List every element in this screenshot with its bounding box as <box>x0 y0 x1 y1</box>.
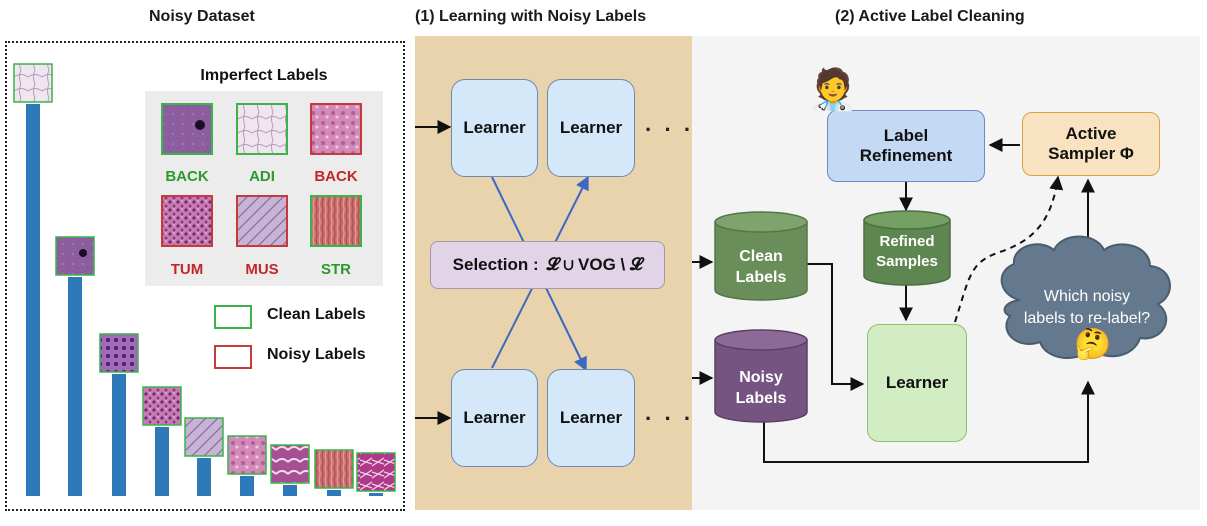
selection-formula: 𝓛 ∪ VOG \ 𝓛 <box>546 254 643 274</box>
class-thumbnail <box>184 417 224 457</box>
distribution-bar <box>369 493 383 496</box>
cleaning-learner-box: Learner <box>867 324 967 442</box>
active-sampler-line1: Active <box>1065 123 1117 143</box>
thinking-icon: 🤔 <box>1074 328 1112 361</box>
refined-samples-text: Refined Samples <box>864 232 950 271</box>
distribution-bar <box>26 104 40 496</box>
cloud-question-text: Which noisy labels to re-label? <box>1012 286 1162 329</box>
active-sampler-line2: Sampler Φ <box>1048 144 1134 163</box>
learner-box-bottom-2: Learner <box>547 369 635 467</box>
thumbnail-detail <box>79 249 87 257</box>
noisy-labels-cylinder <box>714 329 808 423</box>
sample-tile <box>236 195 288 247</box>
learner-box-top-1: Learner <box>451 79 538 177</box>
learning-title: (1) Learning with Noisy Labels <box>415 8 647 25</box>
distribution-bar <box>327 490 341 496</box>
learner-box-top-2: Learner <box>547 79 635 177</box>
label-refinement-line1: Label <box>883 125 929 145</box>
clean-labels-line1: Clean <box>739 248 783 265</box>
selection-prefix: Selection : <box>452 254 539 274</box>
noisy-dataset-title: Noisy Dataset <box>149 8 255 25</box>
class-thumbnail <box>314 449 354 489</box>
noisy-dataset-panel <box>5 41 405 511</box>
learner-to-sampler-dashed <box>954 175 1064 323</box>
sample-label: TUM <box>170 261 204 278</box>
sample-tile <box>310 195 362 247</box>
cleaning-title: (2) Active Label Cleaning <box>835 8 1025 25</box>
selection-box: Selection : 𝓛 ∪ VOG \ 𝓛 <box>430 241 665 289</box>
sample-tile <box>236 103 288 155</box>
class-thumbnail <box>356 452 396 492</box>
sample-label: MUS <box>245 261 279 278</box>
sample-tile <box>310 103 362 155</box>
distribution-bar <box>197 458 211 496</box>
distribution-bar <box>68 277 82 496</box>
learner-box-bottom-1: Learner <box>451 369 538 467</box>
refined-samples-line2: Samples <box>876 252 938 270</box>
clean-to-learner <box>806 263 865 391</box>
legend-clean-label: Clean Labels <box>267 306 366 323</box>
class-thumbnail <box>142 386 182 426</box>
sample-detail <box>195 120 205 130</box>
label-refinement-box: Label Refinement <box>827 110 985 182</box>
refined-samples-cylinder <box>863 210 951 286</box>
clean-labels-line2: Labels <box>735 268 787 286</box>
sample-label: STR <box>321 261 351 278</box>
noisy-labels-line2: Labels <box>735 389 787 407</box>
distribution-bar <box>155 427 169 496</box>
sample-label: BACK <box>314 168 358 185</box>
sample-tile <box>161 195 213 247</box>
legend-noisy-swatch <box>214 345 252 369</box>
class-thumbnail <box>270 444 310 484</box>
sample-label: ADI <box>249 168 275 185</box>
cloud-question-line2: labels to re-label? <box>1023 309 1151 327</box>
label-refinement-line2: Refinement <box>859 146 953 165</box>
distribution-bar <box>283 485 297 496</box>
distribution-bar <box>112 374 126 496</box>
sample-label: BACK <box>165 168 209 185</box>
class-thumbnail <box>99 333 139 373</box>
class-thumbnail <box>55 236 95 276</box>
sample-tile <box>161 103 213 155</box>
noisy-labels-line1: Noisy <box>739 369 783 386</box>
cloud-question-line1: Which noisy <box>1043 288 1131 305</box>
class-thumbnail <box>227 435 267 475</box>
clean-labels-cylinder <box>714 211 808 301</box>
noisy-labels-text: Noisy Labels <box>715 368 807 410</box>
ellipsis-bottom: · · · <box>645 406 695 431</box>
noisy-to-cloud <box>763 380 1095 463</box>
legend-clean-swatch <box>214 305 252 329</box>
distribution-bar <box>240 476 254 496</box>
active-sampler-box: Active Sampler Φ <box>1022 112 1160 176</box>
class-thumbnail <box>13 63 53 103</box>
doctor-icon: 🧑‍⚕️ <box>808 68 858 112</box>
refined-samples-line1: Refined <box>879 233 935 250</box>
ellipsis-top: · · · <box>645 117 695 142</box>
question-cloud <box>1000 235 1171 360</box>
imperfect-labels-title: Imperfect Labels <box>200 67 328 84</box>
clean-labels-text: Clean Labels <box>715 247 807 289</box>
legend-noisy-label: Noisy Labels <box>267 346 366 363</box>
